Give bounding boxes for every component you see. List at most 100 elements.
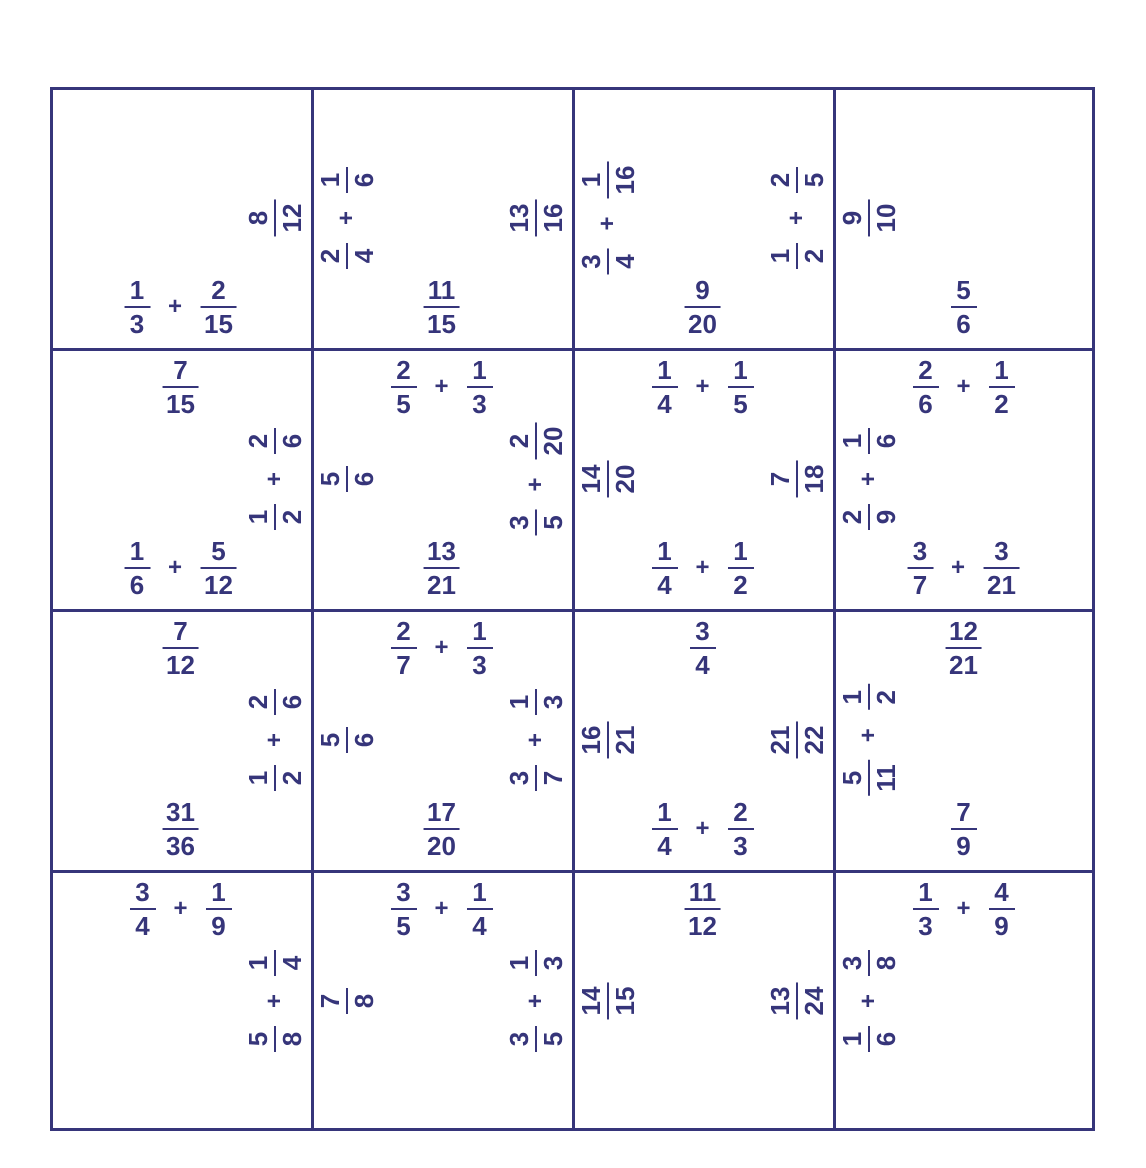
denominator: 5: [799, 172, 829, 187]
plus-sign: +: [695, 373, 710, 400]
fraction-bar: [907, 567, 934, 569]
denominator: 4: [349, 248, 379, 263]
numerator: 1: [837, 689, 867, 704]
numerator: 3: [396, 877, 411, 907]
numerator: 1: [243, 509, 273, 524]
plus-sign: +: [168, 293, 183, 320]
denominator: 6: [918, 389, 933, 419]
numerator: 3: [695, 616, 710, 646]
fraction-bar: [868, 503, 870, 530]
fraction-bar: [607, 247, 609, 274]
fraction-bar: [912, 386, 939, 388]
plus-sign: +: [261, 993, 288, 1008]
fraction-bar: [162, 828, 199, 830]
numerator: 1: [472, 877, 487, 907]
denominator: 9: [956, 831, 971, 861]
denominator: 5: [538, 514, 568, 530]
denominator: 4: [695, 650, 710, 680]
numerator: 1: [129, 536, 145, 566]
denominator: 6: [129, 570, 145, 600]
numerator: 1: [129, 275, 145, 305]
numerator: 2: [396, 355, 411, 385]
denominator: 12: [204, 570, 233, 600]
plus-sign: +: [956, 895, 971, 922]
fraction-bar: [535, 1025, 537, 1052]
fraction-bar: [796, 982, 798, 1019]
fraction-bar: [124, 306, 151, 308]
denominator: 6: [871, 1031, 901, 1046]
numerator: 1: [994, 355, 1009, 385]
plus-sign: +: [855, 727, 882, 742]
denominator: 2: [277, 770, 307, 785]
fraction-bar: [868, 683, 870, 710]
numerator: 2: [243, 433, 273, 448]
numerator: 7: [315, 993, 345, 1008]
denominator: 3: [918, 911, 933, 941]
denominator: 6: [349, 471, 379, 486]
denominator: 2: [799, 248, 829, 263]
numerator: 3: [912, 536, 928, 566]
denominator: 4: [135, 911, 150, 941]
plus-sign: +: [783, 210, 810, 225]
denominator: 4: [657, 570, 672, 600]
fraction-bar: [162, 647, 199, 649]
numerator: 17: [427, 797, 456, 827]
numerator: 1: [657, 536, 672, 566]
plus-sign: +: [522, 476, 549, 491]
fraction-bar: [346, 987, 348, 1014]
denominator: 11: [871, 763, 901, 792]
denominator: 2: [733, 570, 748, 600]
numerator: 5: [956, 275, 971, 305]
numerator: 13: [765, 986, 795, 1015]
plus-sign: +: [695, 554, 710, 581]
denominator: 6: [956, 309, 971, 339]
fraction-bar: [346, 465, 348, 492]
fraction-bar: [988, 386, 1015, 388]
denominator: 8: [277, 1031, 307, 1046]
fraction-bar: [651, 567, 678, 569]
fraction-bar: [684, 908, 721, 910]
denominator: 20: [538, 426, 568, 455]
plus-sign: +: [695, 815, 710, 842]
fraction-bar: [607, 982, 609, 1019]
denominator: 6: [871, 433, 901, 448]
plus-sign: +: [951, 554, 966, 581]
denominator: 3: [472, 650, 487, 680]
fraction-bar: [950, 828, 977, 830]
denominator: 15: [166, 389, 195, 419]
plus-sign: +: [261, 732, 288, 747]
